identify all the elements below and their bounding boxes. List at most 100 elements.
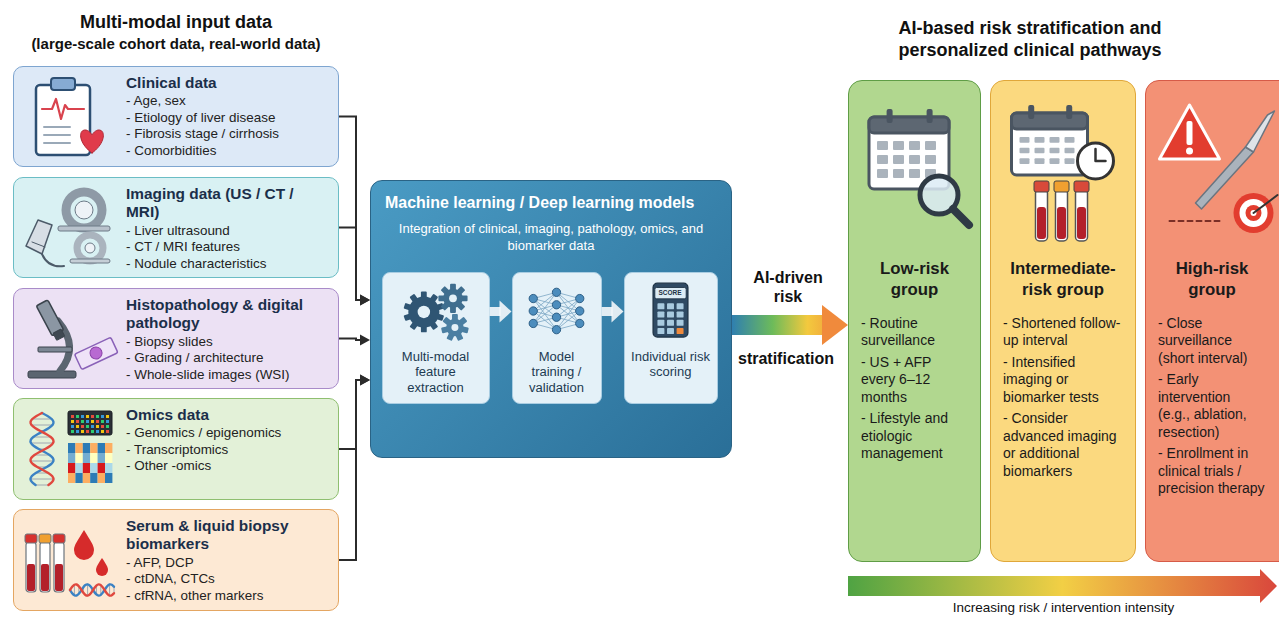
step-box: Multi-modal feature extraction	[382, 272, 490, 404]
arrow-label: stratification	[730, 349, 842, 368]
bullet-item: - ctDNA, CTCs	[126, 571, 330, 587]
icon-art	[18, 295, 118, 383]
connector-line	[339, 117, 361, 301]
arrow-head	[360, 375, 370, 386]
bullet-item: - Lifestyle and etiologic management	[861, 410, 968, 463]
box-heading: Clinical data	[126, 74, 330, 92]
icon-shape	[83, 587, 84, 592]
icon-shape	[75, 453, 82, 463]
icon-shape	[66, 192, 102, 228]
icon-shape	[105, 443, 112, 453]
icon-shape	[83, 453, 90, 463]
icon-art	[18, 405, 118, 493]
icon-shape	[1020, 158, 1030, 164]
bullet-item: - Transcriptomics	[126, 442, 330, 458]
icon-shape	[68, 411, 112, 435]
icon-shape	[1196, 147, 1254, 209]
icon-shape	[455, 301, 465, 311]
icon-shape	[91, 415, 94, 418]
icon-shape	[452, 313, 458, 321]
icon-shape	[441, 325, 450, 332]
icon-shape	[91, 430, 94, 433]
icon-shape	[101, 420, 104, 423]
icon-shape	[533, 311, 556, 317]
icon-shape	[75, 463, 82, 473]
input-box: Omics data- Genomics / epigenomics- Tran…	[13, 398, 339, 500]
icon-shape	[459, 325, 468, 332]
icon-shape	[529, 294, 537, 302]
icon-shape	[552, 288, 560, 296]
icon-shape	[35, 473, 48, 474]
icon-shape	[76, 425, 79, 428]
connector	[339, 375, 370, 450]
icon-shape	[83, 463, 90, 473]
input-box: Histopathology & digital pathology- Biop…	[13, 288, 339, 389]
bullet-item: - AFP, DCP	[126, 555, 330, 571]
icon-shape	[556, 317, 579, 323]
icon-art	[18, 73, 118, 161]
icon-shape	[98, 463, 105, 473]
bullet-item: - Routine surveillance	[861, 315, 968, 350]
icon-shape	[1057, 207, 1066, 239]
icon-shape	[556, 298, 579, 329]
icon-shape	[925, 155, 936, 164]
connector	[732, 305, 848, 345]
icon-shape	[556, 311, 579, 317]
input-box: Serum & liquid biopsy biomarkers- AFP, D…	[13, 509, 339, 611]
icon-shape	[533, 323, 556, 329]
icon-shape	[450, 305, 456, 313]
icon-shape	[88, 345, 104, 361]
icon-shape	[114, 587, 115, 593]
icon-shape	[101, 425, 104, 428]
icon-shape	[1050, 137, 1060, 143]
icon-shape	[409, 320, 418, 330]
icon-shape	[552, 325, 560, 333]
icon-shape	[74, 530, 94, 560]
icon-shape	[81, 425, 84, 428]
icon-shape	[78, 586, 79, 594]
icon-shape	[38, 347, 72, 352]
connector-line	[732, 315, 823, 335]
icon-shape	[450, 283, 456, 291]
icon-shape	[556, 304, 579, 310]
connector-line	[339, 380, 361, 449]
bullet-item: - Early intervention (e.g., ablation, re…	[1158, 371, 1266, 441]
connector-line	[490, 307, 501, 316]
group-heading: Low-risk group	[861, 259, 968, 301]
icon-shape	[653, 283, 688, 337]
icon-shape	[1050, 158, 1060, 164]
icon-shape	[529, 319, 537, 327]
section-heading: AI-based risk stratification and persona…	[850, 18, 1210, 61]
icon-shape	[449, 294, 457, 302]
icon-shape	[1020, 148, 1030, 154]
icon-shape	[1077, 207, 1086, 239]
icon-shape	[26, 220, 52, 254]
icon-shape	[446, 318, 463, 335]
connector-line	[339, 380, 361, 560]
icon-shape	[1035, 148, 1045, 154]
bullet-item: - Grading / architecture	[126, 350, 330, 366]
icon-shape	[106, 430, 109, 433]
icon-shape	[533, 292, 556, 298]
icon-shape	[34, 455, 50, 456]
icon-shape	[96, 558, 108, 576]
panel-heading: Machine learning / Deep learning models	[385, 193, 717, 213]
risk-panel: Intermediate-risk group- Shortened follo…	[990, 80, 1136, 562]
icon-shape	[877, 155, 888, 164]
icon-shape	[96, 420, 99, 423]
icon-shape	[909, 141, 920, 150]
icon-shape	[42, 99, 84, 119]
bullet-item: - Whole-slide images (WSI)	[126, 367, 330, 383]
icon-shape	[76, 430, 79, 433]
icon-shape	[74, 337, 117, 369]
icon-shape	[1251, 210, 1257, 216]
icon-shape	[1054, 181, 1069, 192]
icon-shape	[86, 415, 89, 418]
icon-shape	[1254, 195, 1278, 213]
icon-shape	[87, 584, 88, 596]
bullet-item: - Other -omics	[126, 458, 330, 474]
icon-shape	[101, 415, 104, 418]
icon-shape	[434, 313, 443, 321]
icon-shape	[75, 201, 93, 219]
icon-shape	[676, 311, 683, 317]
